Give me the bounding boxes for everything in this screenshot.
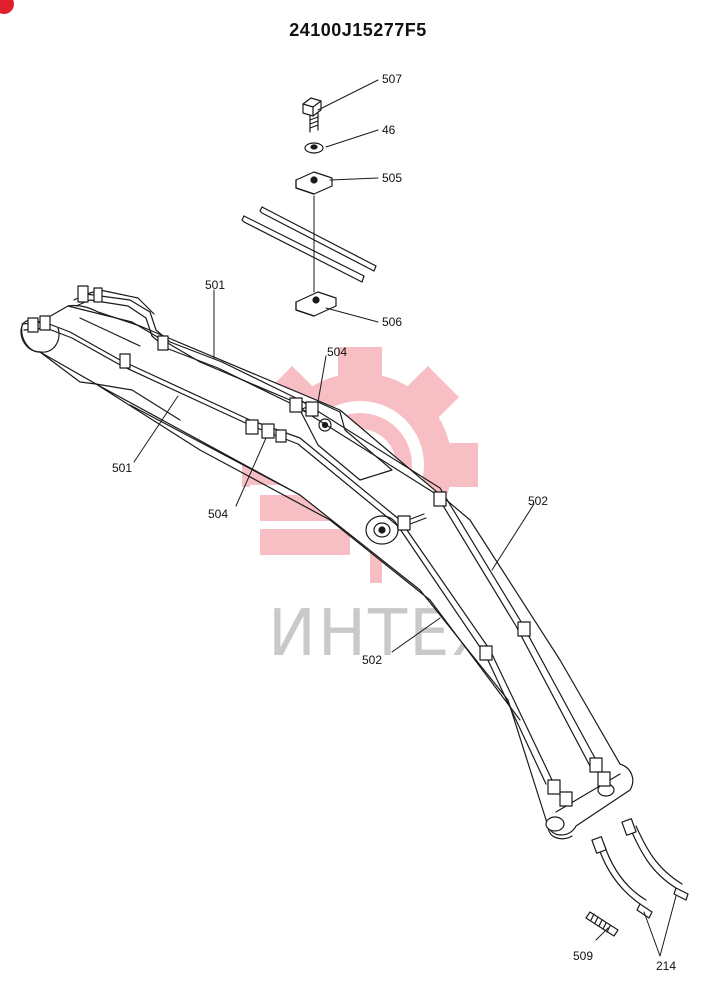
hoses-214 [591,818,689,919]
callout-501-lower: 501 [112,461,132,475]
diagram-title: 24100J15277F5 [289,20,427,40]
callout-506: 506 [382,315,402,329]
clamps-504 [245,397,319,443]
callout-504-upper: 504 [327,345,347,359]
callout-505: 505 [382,171,402,185]
callout-504-lower: 504 [208,507,228,521]
callout-214: 214 [656,959,676,973]
pipe-501-upper [73,285,597,767]
fitting-509 [585,911,619,937]
callout-501-upper: 501 [205,278,225,292]
callout-509: 509 [573,949,593,963]
bolt-507 [302,97,322,133]
pipe-502-clamps [397,491,611,807]
boom-body [20,304,634,840]
callout-507: 507 [382,72,402,86]
corner-badge [0,0,14,14]
callout-502-left: 502 [362,653,382,667]
washer-46 [304,142,324,154]
clamp-506 [295,291,337,317]
clamp-bars [241,206,377,283]
callout-502-right: 502 [528,494,548,508]
leader-lines [133,79,677,957]
clamp-505 [295,171,333,195]
callout-46: 46 [382,123,396,137]
